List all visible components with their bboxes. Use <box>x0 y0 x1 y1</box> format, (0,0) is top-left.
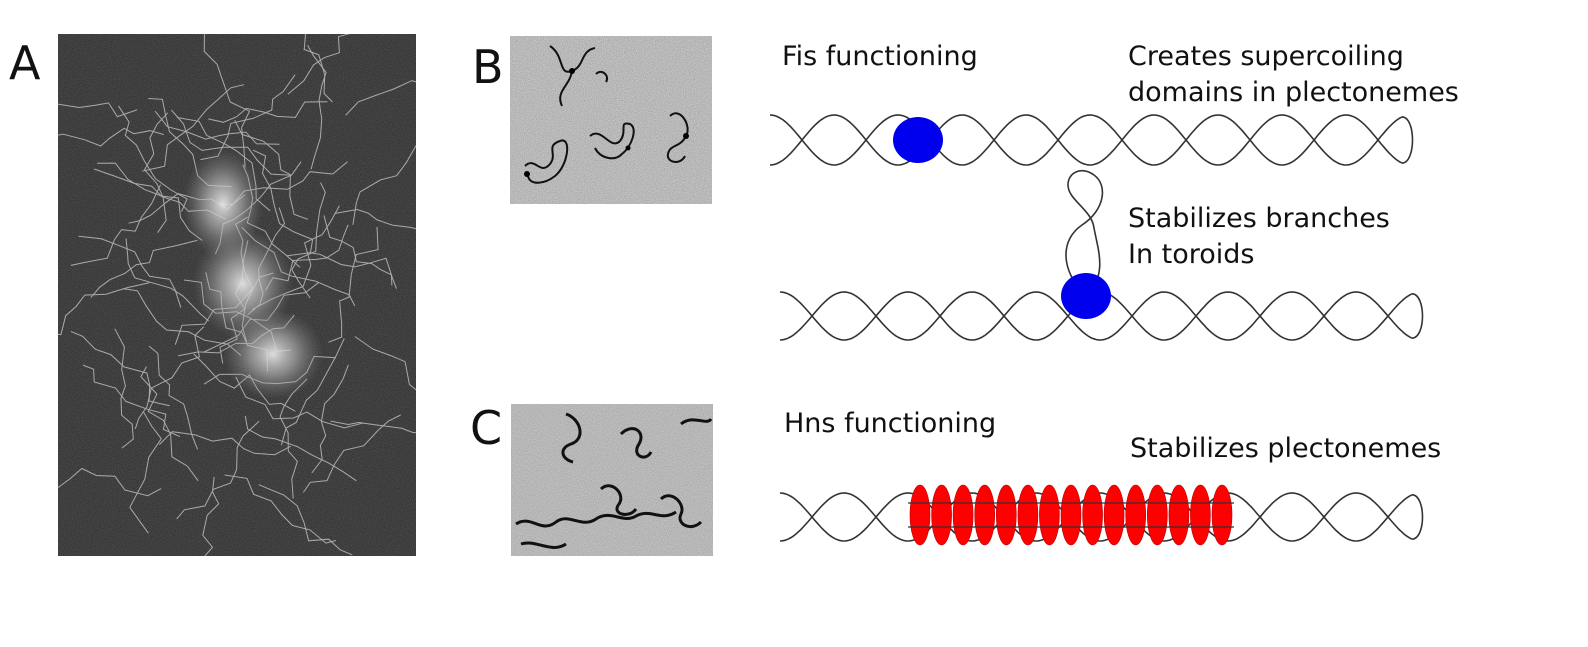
hns-note-plectonemes: Stabilizes plectonemes <box>1130 433 1442 464</box>
dna-fiber <box>286 252 397 289</box>
dna-fiber <box>117 105 188 212</box>
fis-branched-plectoneme-strand-2 <box>779 291 1413 341</box>
hns-proteins <box>908 484 1234 546</box>
fis-heading: Fis functioning <box>782 41 978 72</box>
dna-fiber <box>171 109 290 176</box>
hns-protein <box>1103 484 1125 546</box>
dna-fiber <box>140 366 199 482</box>
fis-note-supercoiling-line2: domains in plectonemes <box>1128 77 1459 108</box>
dna-fiber <box>58 102 138 118</box>
panel-label-c: C <box>470 401 503 455</box>
dna-fiber <box>203 34 251 168</box>
dna-fiber <box>208 101 328 123</box>
toroid-branch-loop <box>1065 169 1104 297</box>
dna-fiber <box>58 282 150 336</box>
fis-note-branches-line2: In toroids <box>1128 239 1255 270</box>
hns-protein <box>1211 484 1233 546</box>
hns-protein <box>995 484 1017 546</box>
hns-protein <box>1125 484 1146 546</box>
dna-fiber <box>280 338 345 446</box>
hns-protein <box>952 484 974 546</box>
fis-protein-branch <box>1061 273 1111 319</box>
dna-fiber <box>328 226 379 343</box>
dna-fiber <box>258 484 353 556</box>
dna-fiber <box>125 238 209 322</box>
dna-fiber <box>244 415 357 482</box>
dna-fiber <box>58 127 164 147</box>
micrograph-a-nucleoid <box>58 34 416 556</box>
hns-protein <box>1147 484 1168 546</box>
fis-note-supercoiling-line1: Creates supercoiling <box>1128 41 1404 72</box>
dna-fiber <box>354 336 416 391</box>
fis-branched-plectoneme-end-loop <box>1411 293 1424 339</box>
hns-heading: Hns functioning <box>784 408 997 439</box>
hns-protein <box>1017 484 1039 546</box>
dna-strands <box>769 114 1424 542</box>
dna-fiber <box>176 420 260 520</box>
dna-fiber <box>352 145 416 225</box>
panel-label-b: B <box>472 40 504 94</box>
dna-fiber <box>154 110 280 145</box>
dna-fiber <box>58 467 162 497</box>
dna-fiber <box>303 34 333 103</box>
hns-protein <box>974 484 996 546</box>
dna-fiber <box>114 328 134 449</box>
fis-note-branches-line1: Stabilizes branches <box>1128 203 1390 234</box>
dna-fiber <box>129 411 162 534</box>
dna-fiber <box>122 288 242 356</box>
hns-protein <box>1060 484 1082 546</box>
hns-protein <box>931 484 952 546</box>
dna-fiber <box>287 34 351 95</box>
fis-protein-plectoneme <box>893 117 943 163</box>
hns-plectoneme-end-loop <box>1411 494 1424 540</box>
dna-fiber <box>97 162 203 241</box>
dna-fiber <box>323 215 393 286</box>
dna-fiber <box>82 364 181 438</box>
dna-fiber <box>302 414 401 493</box>
hns-protein <box>1168 484 1190 546</box>
dna-fiber <box>148 345 198 450</box>
dna-fiber <box>330 420 416 434</box>
dna-fiber <box>224 474 337 544</box>
dna-fiber <box>311 364 349 474</box>
dna-fiber <box>279 378 308 499</box>
fis-plectoneme-end-loop <box>1401 116 1414 164</box>
micrograph-c-hns <box>511 404 713 556</box>
dna-fiber <box>143 112 169 233</box>
dna-fiber <box>90 239 198 298</box>
hns-protein <box>1190 484 1211 546</box>
dna-fiber <box>78 235 182 308</box>
dna-fiber <box>158 431 291 456</box>
dna-fiber <box>234 119 309 220</box>
dna-fiber <box>235 376 365 429</box>
hns-protein <box>909 484 931 546</box>
hns-protein <box>1082 484 1103 546</box>
dna-fiber <box>70 184 161 266</box>
hns-protein <box>1039 484 1060 546</box>
micrograph-b-fis <box>510 36 712 204</box>
dna-fiber <box>334 208 416 230</box>
dna-fiber <box>252 149 314 254</box>
dna-fiber <box>307 45 327 170</box>
fis-plectoneme-strand-2 <box>769 114 1403 166</box>
dna-fiber <box>202 476 220 556</box>
panel-label-a: A <box>9 36 41 90</box>
fis-plectoneme-strand-1 <box>769 114 1403 166</box>
dna-fiber <box>345 80 416 116</box>
dna-fiber <box>134 326 205 429</box>
